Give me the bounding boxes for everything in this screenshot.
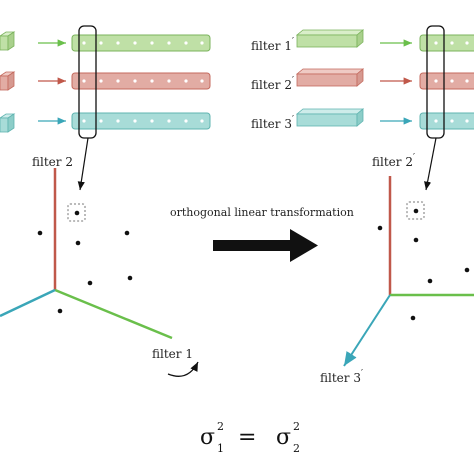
right-axis-filter3 bbox=[343, 294, 391, 367]
right-filter2-label: filter 2′ bbox=[251, 76, 294, 92]
left-highlight-box bbox=[67, 203, 86, 222]
equation-rhs-superscript: 2 bbox=[293, 420, 300, 433]
left-pointer-arrow bbox=[77, 137, 89, 191]
right-filter1-label: filter 1′ bbox=[251, 37, 294, 53]
right-feature-bar-teal bbox=[419, 112, 474, 130]
equation-lhs-subscript: 1 bbox=[217, 442, 224, 455]
left-axis-filter3 bbox=[0, 288, 56, 318]
right-highlight-box bbox=[406, 201, 425, 220]
data-point bbox=[127, 275, 133, 281]
left-feature-bar-green bbox=[71, 34, 211, 52]
equation-lhs-superscript: 2 bbox=[217, 420, 224, 433]
data-point bbox=[37, 230, 43, 236]
left-input-block-teal bbox=[0, 113, 16, 133]
right-feature-bar-red bbox=[419, 72, 474, 90]
variance-equation: σ 2 1 = σ 2 2 bbox=[200, 420, 300, 455]
equation-rhs-subscript: 2 bbox=[293, 442, 300, 455]
left-input-block-green bbox=[0, 31, 16, 51]
right-feature-bar-green bbox=[419, 34, 474, 52]
right-filter-block-green bbox=[295, 29, 365, 48]
left-feature-bar-red bbox=[71, 72, 211, 90]
left-filter2-label: filter 2 bbox=[32, 155, 73, 169]
left-input-block-red bbox=[0, 71, 16, 91]
transform-label: orthogonal linear transformation bbox=[170, 206, 354, 219]
equation-rhs-sigma: σ bbox=[276, 425, 291, 450]
right-filter3-label: filter 3′ bbox=[251, 115, 294, 131]
right-filter-block-red bbox=[295, 68, 365, 87]
rotation-arrow bbox=[167, 361, 199, 377]
left-feature-bar-teal bbox=[71, 112, 211, 130]
data-point bbox=[464, 267, 470, 273]
data-point bbox=[124, 230, 130, 236]
left-axis-filter1 bbox=[54, 288, 173, 340]
data-point bbox=[410, 315, 416, 321]
data-point bbox=[75, 240, 81, 246]
right-pointer-arrow bbox=[424, 137, 437, 191]
left-filter1-label: filter 1 bbox=[152, 347, 193, 361]
left-data-points bbox=[37, 210, 133, 314]
right-panel: filter 1′ filter 2′ filter 3′ bbox=[251, 25, 474, 385]
left-panel: filter 2 filter 1 bbox=[0, 25, 211, 377]
data-point bbox=[427, 278, 433, 284]
data-point bbox=[413, 208, 419, 214]
right-filter3-axis-label: filter 3′ bbox=[320, 369, 363, 385]
data-point bbox=[74, 210, 80, 216]
transform-arrow bbox=[213, 229, 318, 262]
data-point bbox=[87, 280, 93, 286]
right-filter-block-teal bbox=[295, 108, 365, 127]
right-data-points bbox=[377, 208, 470, 321]
data-point bbox=[413, 237, 419, 243]
data-point bbox=[377, 225, 383, 231]
equation-equals: = bbox=[238, 425, 256, 450]
equation-lhs-sigma: σ bbox=[200, 425, 215, 450]
right-filter2-axis-label: filter 2′ bbox=[372, 153, 415, 169]
data-point bbox=[57, 308, 63, 314]
